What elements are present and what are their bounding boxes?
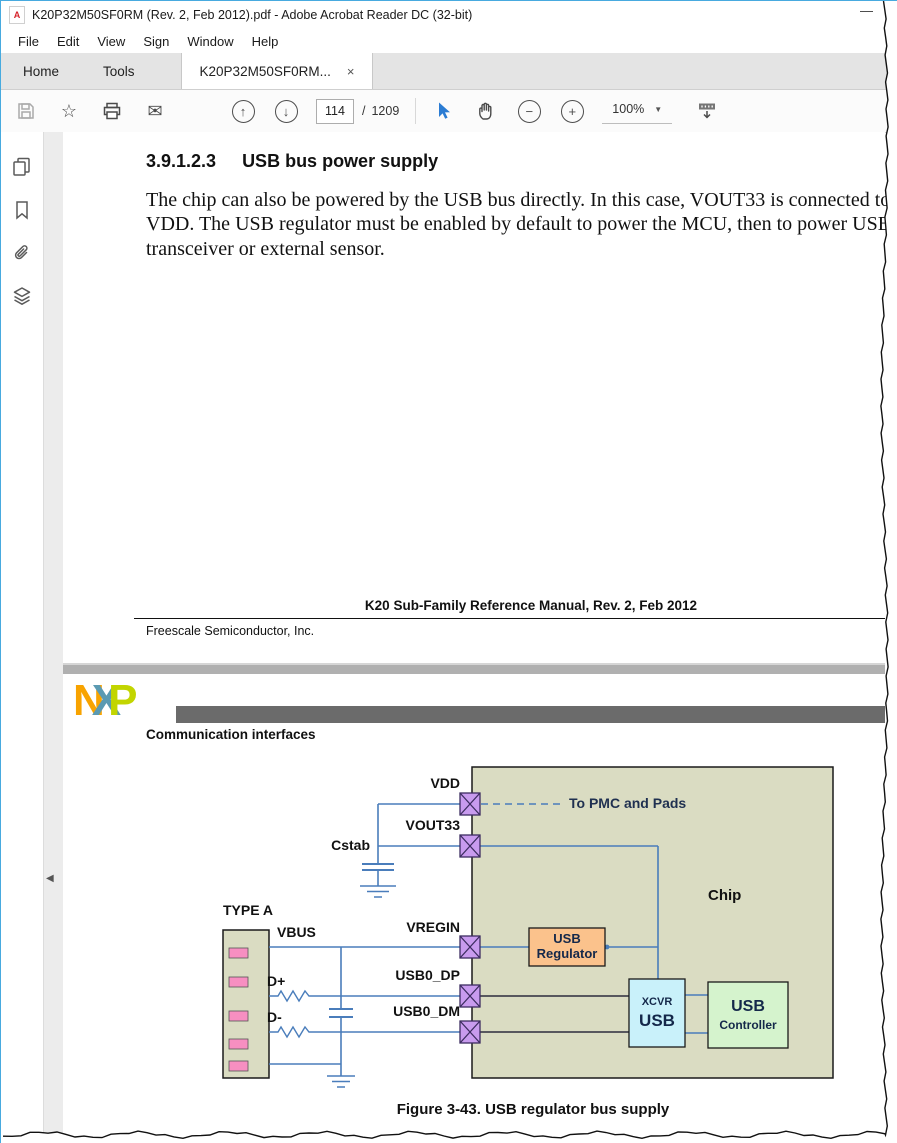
footer-company: Freescale Semiconductor, Inc. xyxy=(146,624,315,638)
bookmarks-icon[interactable] xyxy=(11,199,33,221)
minimize-button[interactable]: — xyxy=(860,3,873,18)
menu-help[interactable]: Help xyxy=(251,33,279,49)
pin-label-usb0-dm: USB0_DM xyxy=(393,1003,460,1019)
collapse-pane-icon[interactable]: ◀ xyxy=(46,873,54,884)
usb-regulator-block: USB Regulator xyxy=(536,931,598,961)
document-area: 3.9.1.2.3 USB bus power supply The chip c… xyxy=(63,132,891,1143)
diagram-graphics xyxy=(222,766,834,1088)
label-cstab: Cstab xyxy=(331,837,370,853)
pdf-page-114: 3.9.1.2.3 USB bus power supply The chip c… xyxy=(63,132,891,663)
menu-edit[interactable]: Edit xyxy=(56,33,80,49)
toolbar-separator xyxy=(415,98,417,124)
page-separator xyxy=(63,663,885,674)
page-count: / 1209 xyxy=(362,104,400,118)
label-type-a: TYPE A xyxy=(223,902,274,918)
xcvr-usb-block: XCVR USB xyxy=(639,995,675,1030)
tab-tools[interactable]: Tools xyxy=(103,63,135,79)
page-thumbnails-icon[interactable] xyxy=(11,156,33,178)
main-area: ◀ 3.9.1.2.3 USB bus power supply The chip… xyxy=(1,132,897,1143)
usb-controller-block: USB Controller xyxy=(719,998,777,1032)
menu-file[interactable]: File xyxy=(18,33,39,49)
pin-label-vregin: VREGIN xyxy=(406,919,460,935)
figure-caption: Figure 3-43. USB regulator bus supply xyxy=(396,1101,670,1118)
chevron-down-icon: ▼ xyxy=(654,104,663,114)
page-number-input[interactable]: 114 xyxy=(316,98,354,124)
star-icon[interactable]: ☆ xyxy=(60,100,78,121)
pin-label-vdd: VDD xyxy=(430,775,460,791)
tab-home[interactable]: Home xyxy=(23,63,60,79)
menu-window[interactable]: Window xyxy=(187,33,234,49)
label-vbus: VBUS xyxy=(277,924,316,940)
attachments-icon[interactable] xyxy=(11,242,33,264)
pin-label-usb0-dp: USB0_DP xyxy=(395,967,460,983)
label-d-minus: D- xyxy=(267,1009,282,1025)
title-bar: A K20P32M50SF0RM (Rev. 2, Feb 2012).pdf … xyxy=(1,1,897,29)
main-toolbar: ☆ ✉ ↑ ↓ 114 / 1209 − + 100% ▼ xyxy=(1,90,897,133)
section-title: USB bus power supply xyxy=(242,151,439,171)
zoom-out-icon[interactable]: − xyxy=(516,98,542,124)
close-tab-icon[interactable]: × xyxy=(346,63,355,79)
layers-icon[interactable] xyxy=(11,285,33,307)
zoom-level-value: 100% xyxy=(612,102,645,116)
fit-width-icon[interactable] xyxy=(694,98,720,124)
page-up-icon[interactable]: ↑ xyxy=(230,98,256,124)
section-heading: 3.9.1.2.3 USB bus power supply xyxy=(146,151,438,172)
window-title: K20P32M50SF0RM (Rev. 2, Feb 2012).pdf - … xyxy=(32,8,473,22)
zoom-level-dropdown[interactable]: 100% ▼ xyxy=(602,98,673,124)
label-d-plus: D+ xyxy=(267,973,286,989)
menu-bar: File Edit View Sign Window Help xyxy=(1,29,897,53)
footer-rule xyxy=(134,618,885,619)
menu-sign[interactable]: Sign xyxy=(143,33,170,49)
print-icon[interactable] xyxy=(99,98,125,124)
label-to-pmc-and-pads: To PMC and Pads xyxy=(569,795,687,811)
email-icon[interactable]: ✉ xyxy=(147,100,163,121)
page-down-icon[interactable]: ↓ xyxy=(273,98,299,124)
body-paragraph: The chip can also be powered by the USB … xyxy=(146,189,892,260)
zoom-in-icon[interactable]: + xyxy=(559,98,585,124)
menu-view[interactable]: View xyxy=(97,33,126,49)
usb-regulator-diagram xyxy=(63,764,885,1143)
pin-label-vout33: VOUT33 xyxy=(405,817,460,833)
footer-manual-title: K20 Sub-Family Reference Manual, Rev. 2,… xyxy=(364,598,698,613)
tab-document-label: K20P32M50SF0RM... xyxy=(199,63,331,79)
navigation-rail xyxy=(1,132,44,1143)
label-chip: Chip xyxy=(708,887,742,904)
pdf-page-115: NXP Communication interfaces xyxy=(63,674,885,1143)
select-arrow-icon[interactable] xyxy=(430,98,456,124)
hand-tool-icon[interactable] xyxy=(473,98,499,124)
tab-document[interactable]: K20P32M50SF0RM... × xyxy=(180,53,374,89)
save-icon[interactable] xyxy=(13,98,39,124)
section-number: 3.9.1.2.3 xyxy=(146,151,217,171)
pdf-file-icon: A xyxy=(9,6,25,24)
tab-bar: Home Tools K20P32M50SF0RM... × xyxy=(1,53,897,90)
document-background-gutter: ◀ xyxy=(44,132,63,1143)
